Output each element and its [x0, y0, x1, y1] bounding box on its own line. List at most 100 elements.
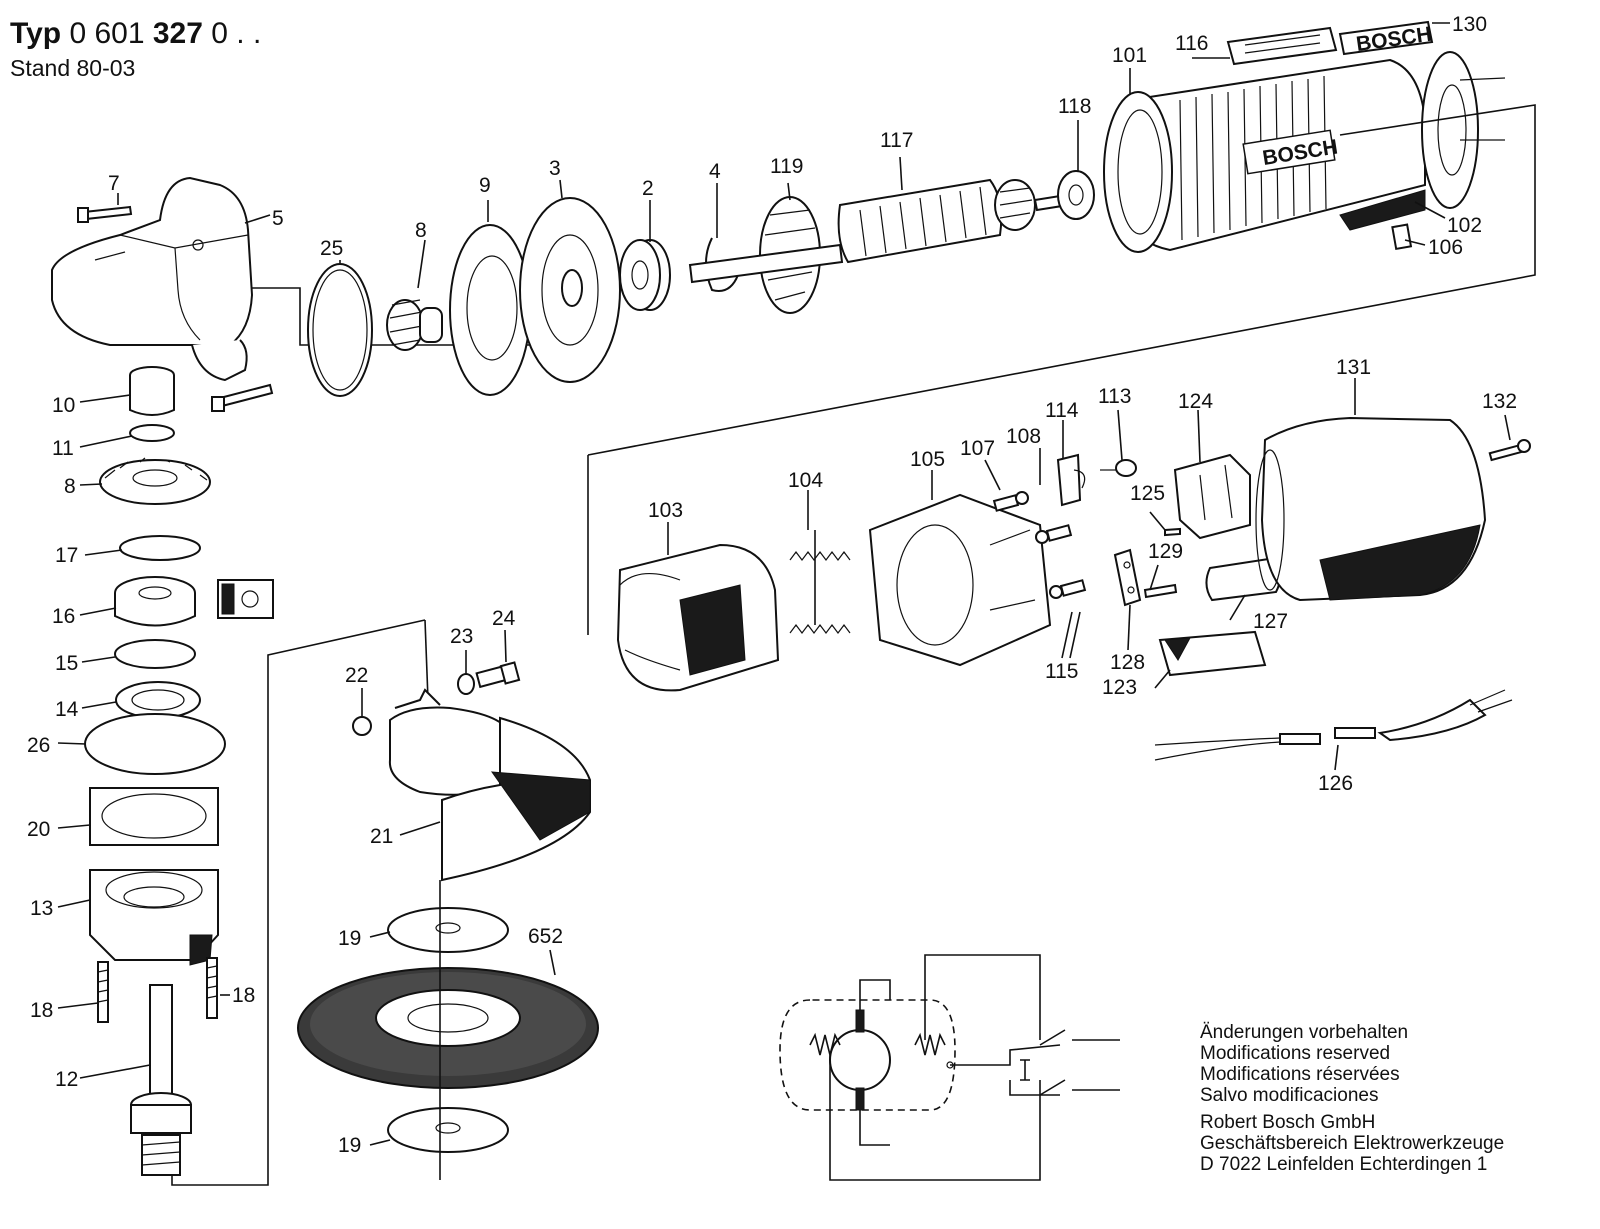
label-101: 101 — [1112, 44, 1147, 67]
armature-part-117 — [837, 178, 1064, 264]
label-4: 4 — [709, 160, 721, 183]
label-652: 652 — [528, 925, 563, 948]
label-19-bottom: 19 — [338, 1134, 361, 1157]
label-102: 102 — [1447, 214, 1482, 237]
switch-part-124 — [1173, 453, 1251, 540]
grinding-disc-part-652 — [297, 967, 599, 1089]
label-126: 126 — [1318, 772, 1353, 795]
notice-block: Änderungen vorbehalten Modifications res… — [1200, 1022, 1504, 1175]
o-ring-part-26 — [84, 713, 226, 775]
brush-spring-part-104 — [789, 530, 851, 634]
power-cable-part-126 — [1154, 689, 1513, 761]
label-130: 130 — [1452, 13, 1487, 36]
flange-part-13 — [89, 869, 219, 966]
o-ring-part-25 — [307, 263, 373, 397]
label-128: 128 — [1110, 651, 1145, 674]
label-124: 124 — [1178, 390, 1213, 413]
label-21: 21 — [370, 825, 393, 848]
label-127: 127 — [1253, 610, 1288, 633]
label-12: 12 — [55, 1068, 78, 1091]
screw-part-7 — [77, 205, 133, 223]
gear-housing-part-5 — [51, 176, 254, 382]
brush-holder-part-105 — [868, 493, 1052, 667]
label-part-130: BOSCH — [1338, 20, 1434, 56]
label-123: 123 — [1102, 676, 1137, 699]
pinion-part-8 — [386, 299, 443, 351]
screw-part-18-left — [97, 961, 109, 1023]
needle-bearing-part-10 — [129, 366, 175, 416]
label-17: 17 — [55, 544, 78, 567]
motor-housing-part-101: BOSCH — [1103, 58, 1426, 253]
label-14: 14 — [55, 698, 79, 721]
label-105: 105 — [910, 448, 945, 471]
label-9: 9 — [479, 174, 491, 197]
wiring-diagram — [779, 954, 1120, 1181]
label-117: 117 — [880, 129, 913, 152]
nameplate-part-116 — [1226, 26, 1338, 66]
screw-part-125 — [1164, 527, 1181, 537]
guard-part-21 — [388, 688, 591, 882]
screw-part-132 — [1488, 439, 1531, 462]
label-10: 10 — [52, 394, 75, 417]
label-129: 129 — [1148, 540, 1183, 563]
flange-part-19-top — [387, 907, 509, 953]
label-125: 125 — [1130, 482, 1165, 505]
capacitor-part-113 — [1100, 459, 1137, 477]
label-2: 2 — [642, 177, 654, 200]
label-18-right: 18 — [232, 984, 255, 1007]
clamp-part-128 — [1113, 548, 1142, 607]
lock-ring-part-14 — [115, 681, 201, 719]
company-division: Geschäftsbereich Elektrowerkzeuge — [1200, 1133, 1505, 1154]
washer-part-23 — [457, 673, 475, 695]
label-131: 131 — [1336, 356, 1371, 379]
label-132: 132 — [1482, 390, 1517, 413]
leader-lines — [57, 22, 1511, 1146]
label-20: 20 — [27, 818, 50, 841]
label-5: 5 — [272, 207, 284, 230]
screw-part-18-right — [206, 957, 218, 1019]
label-107: 107 — [960, 437, 995, 460]
label-114: 114 — [1045, 399, 1079, 422]
clip-part-106 — [1391, 223, 1413, 251]
label-22: 22 — [345, 664, 368, 687]
flange-part-19-bottom — [387, 1107, 509, 1153]
label-23: 23 — [450, 625, 473, 648]
flange-part-3 — [519, 197, 621, 383]
circlip-part-11 — [129, 424, 175, 442]
label-8-pinion: 8 — [415, 219, 427, 242]
label-8-crown: 8 — [64, 475, 76, 498]
label-116: 116 — [1175, 32, 1208, 55]
label-119: 119 — [770, 155, 803, 178]
company-address: D 7022 Leinfelden Echterdingen 1 — [1200, 1154, 1488, 1175]
revision-stand: Stand 80-03 — [10, 55, 136, 81]
company-name: Robert Bosch GmbH — [1200, 1112, 1376, 1133]
screws-107-108 — [992, 491, 1087, 599]
label-16: 16 — [52, 605, 75, 628]
label-25: 25 — [320, 237, 343, 260]
label-118: 118 — [1058, 95, 1091, 118]
ball-bearing-part-2 — [619, 239, 671, 311]
handle-part-131 — [1255, 416, 1487, 602]
nut-part-22 — [352, 716, 372, 736]
crown-gear-part-8 — [99, 457, 211, 505]
lock-nut-detail — [217, 579, 274, 619]
label-104: 104 — [788, 469, 823, 492]
terminal-part-114 — [1056, 453, 1086, 507]
notice-line-fr: Modifications réservées — [1200, 1064, 1400, 1085]
label-19-top: 19 — [338, 927, 361, 950]
part-number-labels: 7 5 25 8 9 3 2 4 119 117 118 101 116 130… — [27, 13, 1517, 1157]
gasket-part-20 — [89, 787, 219, 846]
label-113: 113 — [1098, 385, 1131, 408]
ring-part-15 — [114, 639, 196, 669]
strain-relief-part-123 — [1158, 630, 1267, 677]
label-24: 24 — [492, 607, 516, 630]
gasket-part-9 — [449, 224, 531, 396]
end-plate-part-102 — [1421, 51, 1506, 209]
screw-under-housing — [211, 383, 274, 412]
label-11: 11 — [52, 437, 74, 460]
spindle-part-12 — [130, 984, 192, 1176]
svg-text:BOSCH: BOSCH — [1355, 23, 1433, 56]
circlip-part-17 — [119, 535, 201, 561]
notice-line-es: Salvo modificaciones — [1200, 1085, 1379, 1106]
label-106: 106 — [1428, 236, 1463, 259]
